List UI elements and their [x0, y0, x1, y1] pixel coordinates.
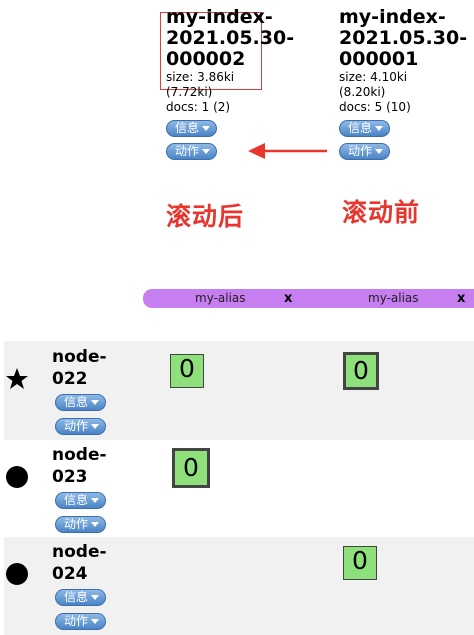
caret-down-icon	[202, 149, 211, 154]
caret-down-icon	[91, 522, 100, 527]
annotation-before-scroll: 滚动前	[342, 198, 421, 227]
index-info-button[interactable]: 信息	[166, 120, 218, 137]
node-name[interactable]: node- 022	[52, 347, 107, 389]
caret-down-icon	[91, 498, 100, 503]
arrow-left-icon	[248, 143, 327, 159]
node-row-024: node- 024 信息 动作 0	[4, 537, 474, 635]
primary-shard[interactable]: 0	[172, 448, 210, 488]
caret-down-icon	[375, 126, 384, 131]
replica-shard[interactable]: 0	[170, 354, 204, 388]
circle-icon	[6, 466, 28, 488]
index-size: size: 3.86ki (7.72ki)	[166, 70, 235, 99]
index-name[interactable]: my-index- 2021.05.30- 000002	[166, 6, 295, 70]
index-size: size: 4.10ki (8.20ki)	[339, 70, 408, 99]
star-icon	[6, 368, 28, 389]
node-name[interactable]: node- 024	[52, 542, 107, 584]
node-row-022: node- 022 信息 动作 0 0	[4, 341, 474, 440]
circle-icon	[6, 563, 28, 585]
node-actions-button[interactable]: 动作	[55, 516, 107, 533]
caret-down-icon	[375, 149, 384, 154]
index-info-button[interactable]: 信息	[339, 120, 391, 137]
node-row-023: node- 023 信息 动作 0	[4, 441, 474, 536]
caret-down-icon	[91, 400, 100, 405]
index-docs: docs: 1 (2)	[166, 100, 231, 114]
node-info-button[interactable]: 信息	[55, 492, 107, 509]
highlight-box	[160, 12, 262, 90]
alias-label: my-alias	[368, 291, 419, 305]
index-column-000001: my-index- 2021.05.30- 000001 size: 4.10k…	[339, 7, 474, 160]
info-label: 信息	[348, 121, 373, 135]
info-label: 信息	[64, 590, 89, 604]
index-docs: docs: 5 (10)	[339, 100, 411, 114]
annotation-after-scroll: 滚动后	[166, 202, 245, 231]
info-label: 信息	[64, 493, 89, 507]
remove-alias-button[interactable]: x	[457, 291, 466, 306]
alias-bar: my-alias x my-alias x	[143, 289, 474, 308]
info-label: 信息	[175, 121, 200, 135]
caret-down-icon	[91, 619, 100, 624]
node-info-button[interactable]: 信息	[55, 589, 107, 606]
caret-down-icon	[202, 126, 211, 131]
primary-shard[interactable]: 0	[343, 352, 379, 390]
replica-shard[interactable]: 0	[343, 546, 377, 580]
node-actions-button[interactable]: 动作	[55, 418, 107, 435]
info-label: 信息	[64, 395, 89, 409]
remove-alias-button[interactable]: x	[284, 291, 293, 306]
actions-label: 动作	[64, 517, 89, 531]
actions-label: 动作	[64, 614, 89, 628]
caret-down-icon	[91, 595, 100, 600]
actions-label: 动作	[348, 144, 373, 158]
node-info-button[interactable]: 信息	[55, 394, 107, 411]
node-actions-button[interactable]: 动作	[55, 613, 107, 630]
actions-label: 动作	[175, 144, 200, 158]
actions-label: 动作	[64, 419, 89, 433]
caret-down-icon	[91, 424, 100, 429]
alias-label: my-alias	[195, 291, 246, 305]
index-column-000002: my-index- 2021.05.30- 000002 size: 3.86k…	[166, 7, 306, 160]
index-actions-button[interactable]: 动作	[166, 143, 218, 160]
index-actions-button[interactable]: 动作	[339, 143, 391, 160]
node-name[interactable]: node- 023	[52, 445, 107, 487]
index-name[interactable]: my-index- 2021.05.30- 000001	[339, 6, 468, 70]
